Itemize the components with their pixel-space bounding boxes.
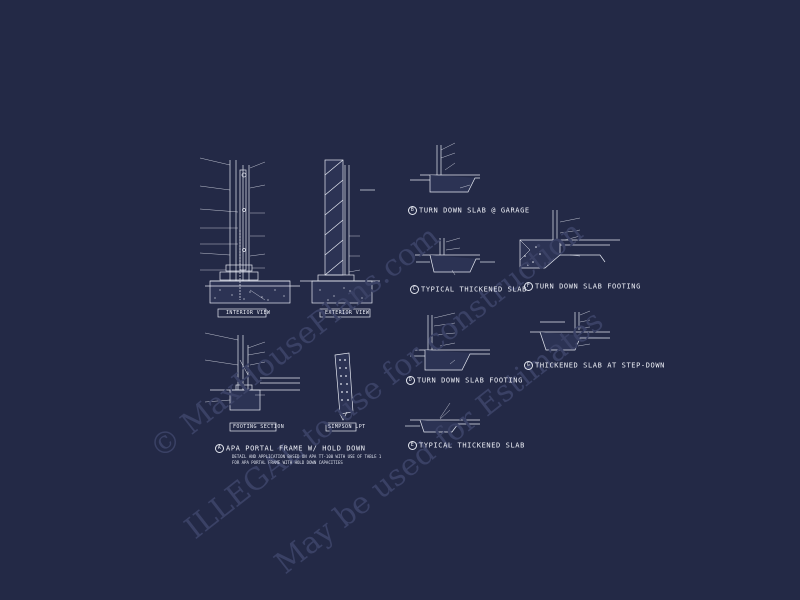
- thickened-c-leaders: [445, 237, 461, 276]
- thickened-step-down-g: [530, 312, 610, 351]
- detail-mark-d: D: [406, 376, 415, 385]
- step-down-leaders: [577, 310, 591, 347]
- footing-f-title-text: TURN DOWN SLAB FOOTING: [535, 282, 641, 291]
- garage-slab-title-text: TURN DOWN SLAB @ GARAGE: [419, 206, 530, 215]
- step-down-title-text: THICKENED SLAB AT STEP-DOWN: [535, 361, 665, 370]
- portal-frame-title-text: APA PORTAL FRAME W/ HOLD DOWN: [226, 444, 366, 453]
- footing-section-label: FOOTING SECTION: [233, 424, 285, 430]
- interior-view-label: INTERIOR VIEW: [226, 310, 271, 316]
- thickened-slab-e-title-text: TYPICAL THICKENED SLAB: [419, 441, 525, 450]
- footing-section-label-box: [229, 422, 277, 432]
- footing-f-hatch: [524, 246, 541, 266]
- typical-thickened-slab-e: [405, 419, 480, 433]
- interior-view-detail: [205, 160, 300, 304]
- footing-d-leaders: [433, 312, 456, 365]
- thickened-e-leaders: [439, 402, 451, 420]
- garage-leaders: [440, 142, 471, 189]
- simpson-lpt-strap: [334, 352, 354, 421]
- portal-note-1: DETAIL AND APPLICATION BASED ON APA TT-1…: [232, 454, 382, 459]
- simpson-lpt-label-box: [325, 422, 357, 432]
- detail-mark-g: G: [524, 361, 533, 370]
- interior-leaders: [199, 157, 266, 301]
- detail-mark-f: F: [524, 282, 533, 291]
- exterior-view-detail: [300, 159, 380, 304]
- turn-down-footing-d: [410, 315, 490, 371]
- interior-view-label-box: [217, 308, 267, 318]
- turn-down-footing-f: [519, 210, 620, 269]
- detail-mark-b: B: [408, 206, 417, 215]
- detail-mark-c: C: [410, 285, 419, 294]
- detail-mark-e: E: [408, 441, 417, 450]
- typical-thickened-slab-c: [415, 238, 495, 273]
- exterior-view-label: EXTERIOR VIEW: [325, 310, 370, 316]
- interior-view-dots: [214, 289, 285, 301]
- garage-slab-detail: [410, 145, 480, 193]
- footing-section-detail: [210, 335, 300, 411]
- thickened-slab-c-title-text: TYPICAL THICKENED SLAB: [421, 285, 527, 294]
- exterior-view-label-box: [319, 308, 371, 318]
- footing-leaders: [204, 332, 266, 403]
- footing-d-title-text: TURN DOWN SLAB FOOTING: [417, 376, 523, 385]
- exterior-leaders: [348, 235, 361, 273]
- detail-mark-a: A: [215, 444, 224, 453]
- simpson-lpt-label: SIMPSON LPT: [328, 424, 366, 430]
- portal-note-2: FOR APA PORTAL FRAME WITH HOLD DOWN CAPA…: [232, 460, 343, 465]
- footing-f-leaders: [559, 217, 581, 257]
